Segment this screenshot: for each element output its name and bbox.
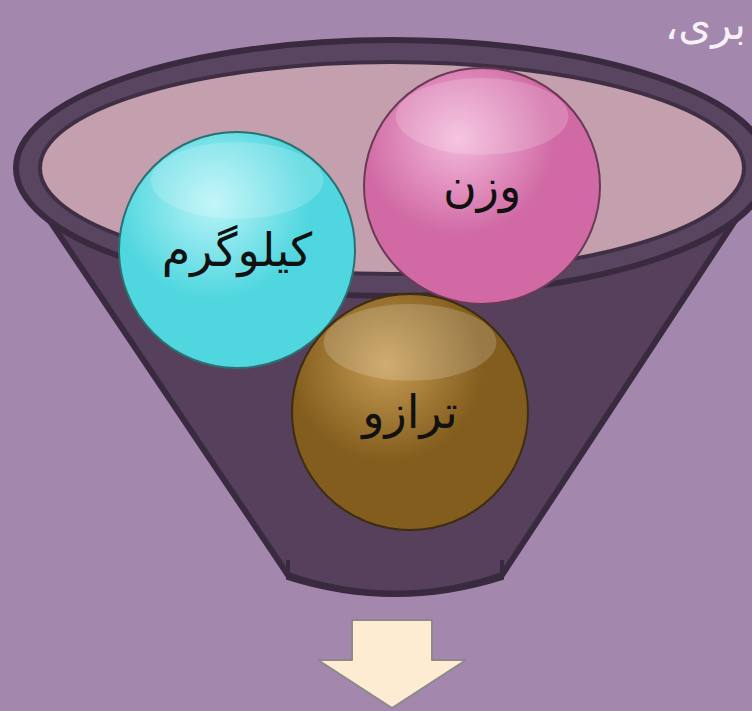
node-text: وزن	[443, 161, 521, 212]
circle-node: وزن	[362, 66, 602, 306]
node-text: ترازو	[362, 387, 457, 438]
circle-fill	[364, 68, 600, 304]
circle-gloss	[396, 78, 569, 155]
circle-node: ترازو	[290, 292, 530, 532]
circle-gloss	[151, 142, 324, 219]
circle-gloss	[324, 304, 497, 381]
down-arrow	[318, 620, 466, 708]
heading-fragment: بری،	[665, 0, 746, 49]
circle-fill	[292, 294, 528, 530]
circle-fill	[119, 132, 355, 368]
node-text: کیلوگرم	[162, 225, 313, 276]
funnel-spout	[288, 560, 502, 595]
